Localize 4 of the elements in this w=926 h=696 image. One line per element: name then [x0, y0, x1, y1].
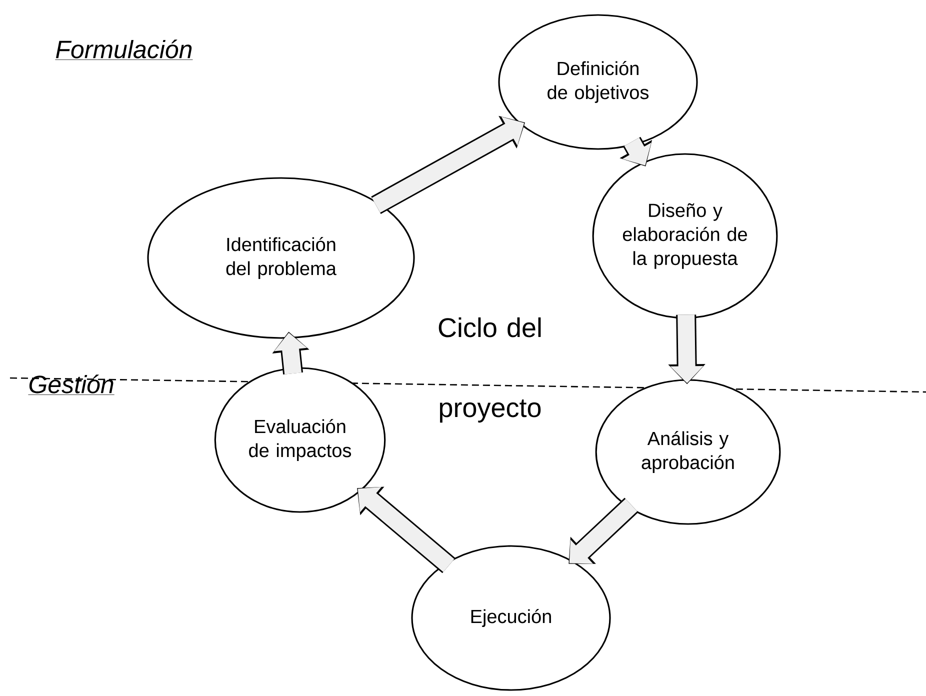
block-arrow	[568, 498, 638, 564]
section-heading: Formulación	[55, 40, 193, 60]
cycle-title: Ciclo del proyecto	[438, 317, 541, 423]
section-heading: Gestión	[28, 374, 115, 395]
